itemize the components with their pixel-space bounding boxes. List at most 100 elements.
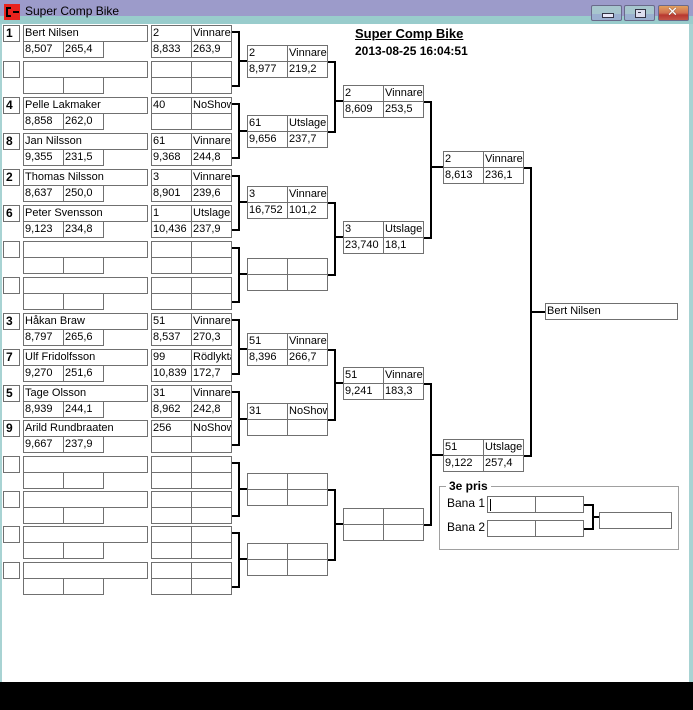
result-speed-field[interactable] — [191, 257, 232, 274]
start-number-field[interactable] — [151, 491, 192, 508]
race-status-field[interactable] — [191, 241, 232, 258]
driver-name-field[interactable] — [23, 241, 148, 258]
result-speed-field[interactable] — [191, 436, 232, 453]
driver-name-field[interactable]: Thomas Nilsson — [23, 169, 148, 186]
r2-status-field[interactable] — [287, 258, 328, 275]
race-status-field[interactable]: Vinnare — [191, 169, 232, 186]
result-time-field[interactable] — [151, 472, 192, 489]
result-speed-field[interactable] — [191, 293, 232, 310]
result-time-field[interactable]: 10,436 — [151, 221, 192, 238]
r2-time-field[interactable]: 8,396 — [247, 349, 288, 366]
driver-name-field[interactable] — [23, 61, 148, 78]
result-speed-field[interactable] — [191, 472, 232, 489]
r2-time-field[interactable] — [247, 489, 288, 506]
driver-name-field[interactable] — [23, 562, 148, 579]
result-speed-field[interactable]: 263,9 — [191, 41, 232, 58]
start-number-field[interactable]: 40 — [151, 97, 192, 114]
seed-box[interactable] — [3, 491, 20, 508]
start-number-field[interactable]: 99 — [151, 349, 192, 366]
r3-speed-field[interactable]: 183,3 — [383, 383, 424, 400]
r2-speed-field[interactable] — [287, 559, 328, 576]
r4-number-field[interactable]: 2 — [443, 151, 484, 168]
r3-status-field[interactable] — [383, 508, 424, 525]
result-time-field[interactable] — [151, 113, 192, 130]
driver-name-field[interactable]: Bert Nilsen — [23, 25, 148, 42]
result-time-field[interactable] — [151, 293, 192, 310]
speed-field[interactable]: 234,8 — [63, 221, 104, 238]
r3-number-field[interactable]: 3 — [343, 221, 384, 238]
race-status-field[interactable] — [191, 61, 232, 78]
minimize-button[interactable] — [591, 5, 622, 21]
start-number-field[interactable]: 256 — [151, 420, 192, 437]
r2-time-field[interactable] — [247, 419, 288, 436]
r2-speed-field[interactable]: 266,7 — [287, 349, 328, 366]
r2-status-field[interactable]: Vinnare — [287, 186, 328, 203]
r4-speed-field[interactable]: 236,1 — [483, 167, 524, 184]
r4-speed-field[interactable]: 257,4 — [483, 455, 524, 472]
reaction-time-field[interactable] — [23, 293, 64, 310]
start-number-field[interactable] — [151, 562, 192, 579]
result-time-field[interactable] — [151, 257, 192, 274]
race-status-field[interactable] — [191, 277, 232, 294]
start-number-field[interactable] — [151, 277, 192, 294]
race-status-field[interactable]: Rödlykta — [191, 349, 232, 366]
reaction-time-field[interactable]: 8,858 — [23, 113, 64, 130]
r3-time-field[interactable] — [343, 524, 384, 541]
race-status-field[interactable] — [191, 526, 232, 543]
driver-name-field[interactable] — [23, 491, 148, 508]
driver-name-field[interactable]: Tage Olsson — [23, 385, 148, 402]
race-status-field[interactable]: Vinnare — [191, 313, 232, 330]
r2-status-field[interactable]: Utslagen — [287, 115, 328, 132]
r2-time-field[interactable]: 8,977 — [247, 61, 288, 78]
start-number-field[interactable] — [151, 61, 192, 78]
reaction-time-field[interactable] — [23, 578, 64, 595]
reaction-time-field[interactable]: 9,667 — [23, 436, 64, 453]
r2-time-field[interactable] — [247, 559, 288, 576]
reaction-time-field[interactable] — [23, 472, 64, 489]
start-number-field[interactable]: 3 — [151, 169, 192, 186]
speed-field[interactable] — [63, 542, 104, 559]
race-status-field[interactable]: NoShow — [191, 420, 232, 437]
r2-time-field[interactable] — [247, 274, 288, 291]
r3-speed-field[interactable]: 253,5 — [383, 101, 424, 118]
driver-name-field[interactable]: Håkan Braw — [23, 313, 148, 330]
third-place-winner[interactable] — [599, 512, 672, 529]
r2-number-field[interactable] — [247, 258, 288, 275]
result-time-field[interactable] — [151, 436, 192, 453]
r2-status-field[interactable] — [287, 473, 328, 490]
start-number-field[interactable]: 2 — [151, 25, 192, 42]
reaction-time-field[interactable] — [23, 257, 64, 274]
speed-field[interactable] — [63, 257, 104, 274]
race-status-field[interactable] — [191, 456, 232, 473]
r3-time-field[interactable]: 9,241 — [343, 383, 384, 400]
r2-speed-field[interactable] — [287, 489, 328, 506]
seed-box[interactable]: 2 — [3, 169, 20, 186]
race-status-field[interactable]: Utslagen — [191, 205, 232, 222]
driver-name-field[interactable]: Jan Nilsson — [23, 133, 148, 150]
start-number-field[interactable] — [151, 241, 192, 258]
r4-time-field[interactable]: 8,613 — [443, 167, 484, 184]
r3-status-field[interactable]: Vinnare — [383, 367, 424, 384]
r2-status-field[interactable] — [287, 543, 328, 560]
result-speed-field[interactable] — [191, 113, 232, 130]
r3-speed-field[interactable] — [383, 524, 424, 541]
result-speed-field[interactable] — [191, 507, 232, 524]
r2-speed-field[interactable]: 237,7 — [287, 131, 328, 148]
speed-field[interactable]: 244,1 — [63, 401, 104, 418]
start-number-field[interactable]: 51 — [151, 313, 192, 330]
r3-speed-field[interactable]: 18,1 — [383, 237, 424, 254]
result-time-field[interactable]: 10,839 — [151, 365, 192, 382]
start-number-field[interactable]: 31 — [151, 385, 192, 402]
driver-name-field[interactable]: Peter Svensson — [23, 205, 148, 222]
r3-time-field[interactable]: 23,740 — [343, 237, 384, 254]
speed-field[interactable]: 237,9 — [63, 436, 104, 453]
result-time-field[interactable]: 8,833 — [151, 41, 192, 58]
third-lane1-input-b[interactable] — [535, 496, 584, 513]
result-speed-field[interactable]: 237,9 — [191, 221, 232, 238]
result-speed-field[interactable]: 270,3 — [191, 329, 232, 346]
seed-box[interactable] — [3, 562, 20, 579]
result-time-field[interactable] — [151, 507, 192, 524]
r2-time-field[interactable]: 9,656 — [247, 131, 288, 148]
r2-number-field[interactable] — [247, 543, 288, 560]
speed-field[interactable] — [63, 77, 104, 94]
